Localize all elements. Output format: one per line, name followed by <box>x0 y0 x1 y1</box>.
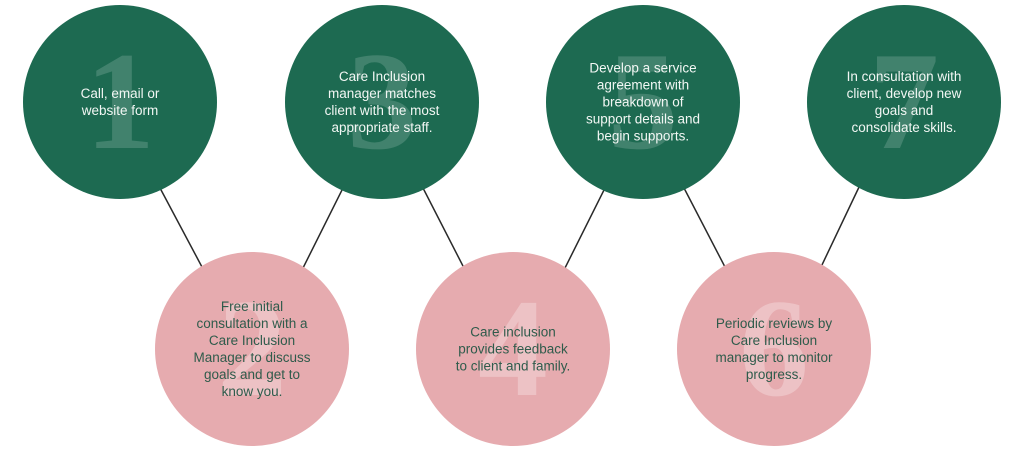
connector-1-2 <box>159 187 203 268</box>
connector-6-7 <box>820 184 861 268</box>
step-7-numeral: 7 <box>869 24 939 179</box>
step-6-numeral: 6 <box>739 271 809 426</box>
step-1-text: Call, email or website form <box>80 86 160 118</box>
step-5-numeral: 5 <box>608 24 678 179</box>
step-5-text: Develop a service agreement with breakdo… <box>585 60 701 144</box>
step-2-numeral: 2 <box>217 271 287 426</box>
step-3-numeral: 3 <box>347 24 417 179</box>
step-7-text: In consultation with client, develop new… <box>846 69 962 135</box>
connector-4-5 <box>564 187 606 269</box>
step-6-circle: 6 Periodic reviews by Care Inclusion man… <box>677 252 871 446</box>
connector-2-3 <box>302 187 344 269</box>
step-3-circle: 3 Care Inclusion manager matches client … <box>285 5 479 199</box>
step-4-numeral: 4 <box>478 271 548 426</box>
connector-3-4 <box>422 187 465 269</box>
step-1-circle: 1 Call, email or website form <box>23 5 217 199</box>
step-2-text: Free initial consultation with a Care In… <box>193 299 311 399</box>
step-6-text: Periodic reviews by Care Inclusion manag… <box>715 316 833 382</box>
step-5-circle: 5 Develop a service agreement with break… <box>546 5 740 199</box>
step-2-circle: 2 Free initial consultation with a Care … <box>155 252 349 446</box>
step-1-numeral: 1 <box>85 24 155 179</box>
step-4-circle: 4 Care inclusion provides feedback to cl… <box>416 252 610 446</box>
connector-5-6 <box>683 187 726 268</box>
step-4-text: Care inclusion provides feedback to clie… <box>455 324 571 374</box>
step-7-circle: 7 In consultation with client, develop n… <box>807 5 1001 199</box>
step-3-text: Care Inclusion manager matches client wi… <box>324 69 440 135</box>
